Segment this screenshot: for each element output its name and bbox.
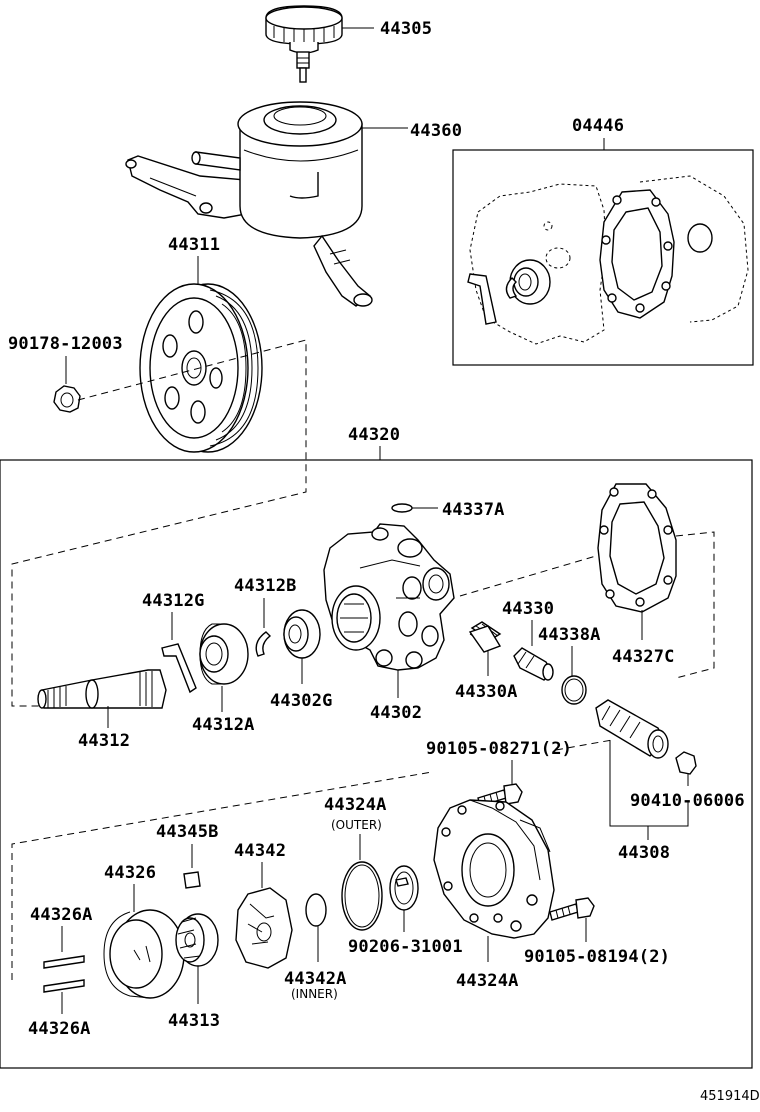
label-44326A-bottom: 44326A bbox=[28, 1019, 91, 1039]
cam-ring-44326[interactable] bbox=[103, 909, 185, 999]
label-44302: 44302 bbox=[370, 703, 422, 723]
label-44345B: 44345B bbox=[156, 822, 219, 842]
label-90178-12003: 90178-12003 bbox=[8, 334, 123, 354]
pulley-44311[interactable] bbox=[139, 283, 263, 453]
reservoir-cap-44305[interactable] bbox=[265, 5, 343, 83]
dashed-ref-gasket bbox=[459, 531, 715, 679]
label-44320: 44320 bbox=[348, 425, 400, 445]
o-ring-44337A[interactable] bbox=[391, 503, 413, 513]
side-plate-44342[interactable] bbox=[235, 887, 293, 969]
label-90410-06006: 90410-06006 bbox=[630, 791, 745, 811]
label-44337A: 44337A bbox=[442, 500, 505, 520]
label-44305: 44305 bbox=[380, 19, 432, 39]
gasket-kit-04446[interactable] bbox=[467, 175, 749, 345]
dashed-ref-rear bbox=[11, 739, 613, 980]
circlip-44312B[interactable] bbox=[255, 631, 272, 657]
label-44312B: 44312B bbox=[234, 576, 297, 596]
label-44324A-outer: 44324A bbox=[324, 795, 387, 815]
rear-housing-44324A[interactable] bbox=[433, 799, 555, 939]
label-44326: 44326 bbox=[104, 863, 156, 883]
pump-body-44302[interactable] bbox=[323, 523, 455, 671]
label-44312A: 44312A bbox=[192, 715, 255, 735]
gasket-kit-04446-box bbox=[452, 149, 754, 366]
nut-90178-12003[interactable] bbox=[53, 385, 81, 413]
gasket-44327C[interactable] bbox=[597, 483, 677, 613]
spring-44330A[interactable] bbox=[468, 621, 502, 653]
label-44312: 44312 bbox=[78, 731, 130, 751]
snap-ring-90206-31001[interactable] bbox=[389, 865, 419, 911]
o-ring-44338A-inner bbox=[564, 678, 584, 702]
o-ring-44324A-outer[interactable] bbox=[341, 861, 383, 931]
bolt-90105-08194[interactable] bbox=[549, 897, 595, 921]
label-44327C: 44327C bbox=[612, 647, 675, 667]
pump-assembly-44320-box bbox=[0, 459, 753, 1069]
bearing-44312A[interactable] bbox=[199, 623, 249, 685]
label-44342A-note: (INNER) bbox=[291, 987, 338, 1001]
flow-valve-44330[interactable] bbox=[513, 647, 554, 681]
shaft-44312[interactable] bbox=[37, 669, 167, 709]
dowel-pin-44326A-a[interactable] bbox=[43, 955, 85, 969]
label-44330: 44330 bbox=[502, 599, 554, 619]
label-44324A-outer-note: (OUTER) bbox=[331, 818, 382, 832]
label-44302G: 44302G bbox=[270, 691, 333, 711]
diagram-reference-id: 451914D bbox=[700, 1089, 760, 1104]
label-04446: 04446 bbox=[572, 116, 624, 136]
o-ring-44324A-outer-inner bbox=[344, 864, 380, 928]
label-44313: 44313 bbox=[168, 1011, 220, 1031]
nut-90410-06006[interactable] bbox=[675, 751, 697, 775]
label-44324A: 44324A bbox=[456, 971, 519, 991]
reservoir-44360[interactable] bbox=[125, 101, 373, 307]
o-ring-44338A[interactable] bbox=[561, 675, 587, 705]
oil-seal-44302G[interactable] bbox=[283, 609, 321, 659]
label-90105-08271: 90105-08271(2) bbox=[426, 739, 572, 759]
label-44312G: 44312G bbox=[142, 591, 205, 611]
label-90206-31001: 90206-31001 bbox=[348, 937, 463, 957]
dowel-pin-44326A-b[interactable] bbox=[43, 979, 85, 993]
dashed-ref-shaft bbox=[11, 339, 307, 707]
label-44330A: 44330A bbox=[455, 682, 518, 702]
label-44338A: 44338A bbox=[538, 625, 601, 645]
leader-44308-bracket bbox=[609, 740, 689, 827]
label-44311: 44311 bbox=[168, 235, 220, 255]
label-90105-08194: 90105-08194(2) bbox=[524, 947, 670, 967]
o-ring-44342A-inner[interactable] bbox=[305, 893, 327, 927]
rotor-44313[interactable] bbox=[175, 913, 219, 967]
vane-44345B[interactable] bbox=[183, 871, 201, 889]
label-44342A: 44342A bbox=[284, 969, 347, 989]
label-44308: 44308 bbox=[618, 843, 670, 863]
label-44360: 44360 bbox=[410, 121, 462, 141]
union-fitting-44308[interactable] bbox=[595, 699, 669, 759]
snap-ring-44312G[interactable] bbox=[161, 643, 197, 694]
label-44326A-top: 44326A bbox=[30, 905, 93, 925]
label-44342: 44342 bbox=[234, 841, 286, 861]
